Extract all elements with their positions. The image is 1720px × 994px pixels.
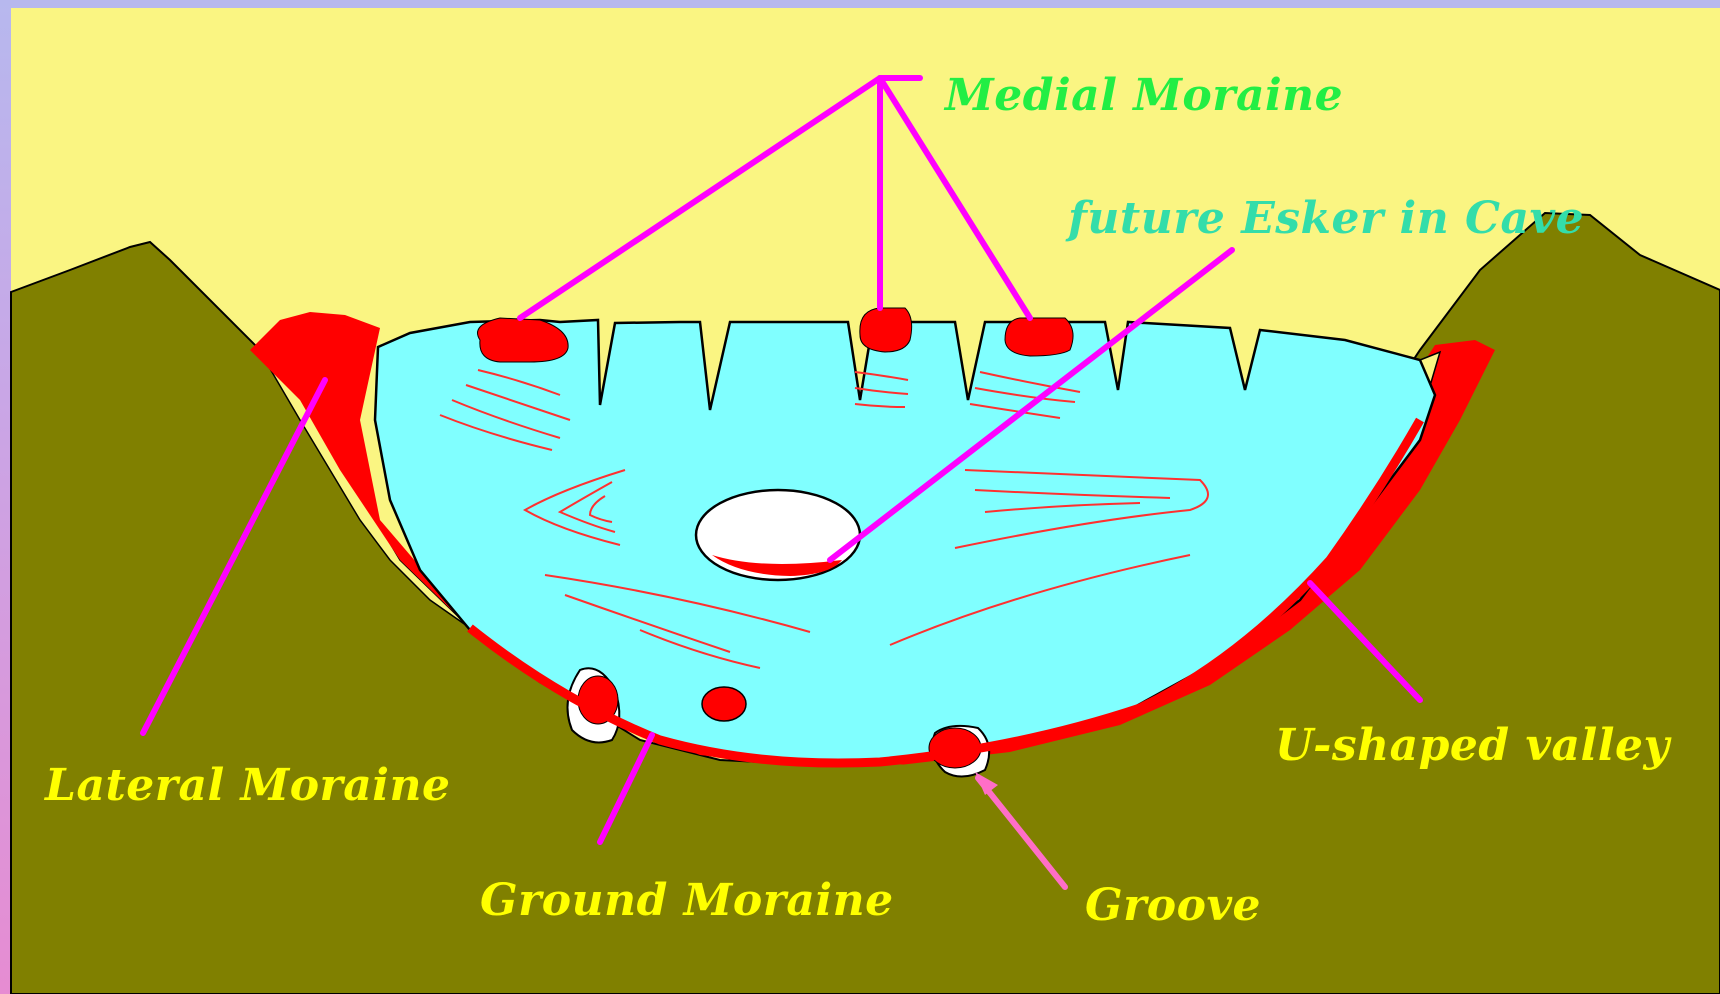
boulder-center (702, 687, 746, 721)
medial-moraine-3 (1005, 318, 1073, 356)
label-ground-moraine: Ground Moraine (480, 875, 894, 926)
label-future-esker: future Esker in Cave (1065, 193, 1584, 244)
label-groove: Groove (1085, 880, 1261, 931)
label-medial-moraine: Medial Moraine (943, 70, 1343, 121)
medial-moraine-2 (860, 308, 912, 352)
label-lateral-moraine: Lateral Moraine (43, 760, 450, 811)
label-u-shaped-valley: U-shaped valley (1275, 720, 1672, 771)
